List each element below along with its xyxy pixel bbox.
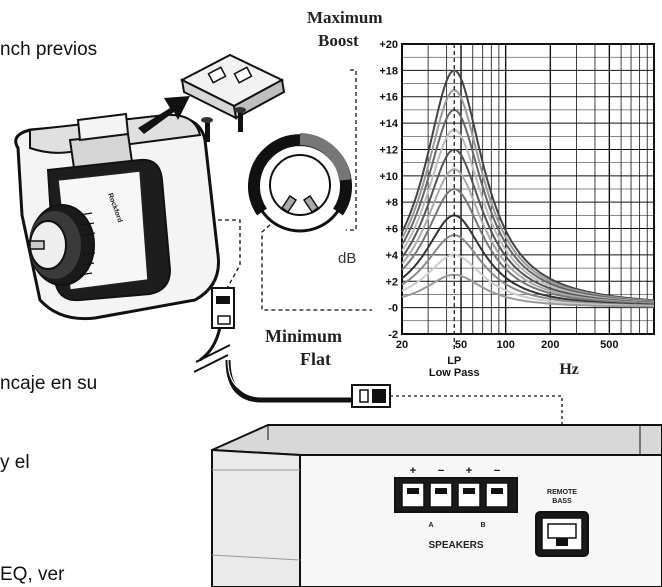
response-curves <box>401 69 655 308</box>
y-tick-label: +16 <box>379 92 398 104</box>
y-axis-ticks: +20 +18 +16 +14 +12 +10 +8 +6 +4 +2 -0 -2 <box>379 39 399 341</box>
y-tick-label: +12 <box>379 144 398 156</box>
lp-label: LP <box>447 355 461 367</box>
y-tick-label: +10 <box>379 171 398 183</box>
text-fragment-3: y el <box>0 452 30 473</box>
text-fragment-2: ncaje en su <box>0 373 98 394</box>
polarity-4: − <box>494 465 500 477</box>
y-tick-label: +20 <box>379 39 398 51</box>
leader-lines <box>218 69 372 311</box>
db-label: dB <box>338 250 356 267</box>
maximum-label: Maximum <box>307 8 383 27</box>
y-tick-label: +2 <box>385 276 398 288</box>
boost-label: Boost <box>318 31 359 50</box>
channel-a-label: A <box>428 522 433 529</box>
polarity-1: + <box>410 465 416 477</box>
bass-label: BASS <box>552 498 572 505</box>
remote-bass-controller: Rockford <box>14 112 221 321</box>
text-fragment-1: nch previos <box>0 39 98 60</box>
speakers-label: SPEAKERS <box>428 540 483 551</box>
y-tick-label: -0 <box>388 303 398 315</box>
x-tick-label: 100 <box>496 339 514 351</box>
y-tick-label: +18 <box>379 65 398 77</box>
polarity-3: + <box>466 465 472 477</box>
text-fragment-4: EQ, ver <box>0 564 65 585</box>
response-curve <box>401 273 654 308</box>
x-tick-label: 200 <box>541 339 559 351</box>
flat-label: Flat <box>300 349 331 369</box>
y-tick-label: +6 <box>385 224 398 236</box>
arrow-icon <box>138 96 190 134</box>
x-tick-label: 50 <box>455 339 467 351</box>
x-axis-label: Hz <box>559 361 579 378</box>
remote-label: REMOTE <box>547 489 577 496</box>
y-tick-label: -2 <box>388 329 398 341</box>
y-tick-label: +14 <box>379 118 399 130</box>
mounting-bracket <box>179 53 286 142</box>
x-tick-label: 20 <box>396 339 408 351</box>
amplifier: + − + − A B SPEAKERS REMOTE BASS <box>211 424 662 587</box>
x-axis-ticks: 20 50 100 200 500 <box>396 339 619 351</box>
y-tick-label: +8 <box>385 197 398 209</box>
dial-closeup: dB <box>248 133 356 267</box>
response-curve <box>401 187 655 305</box>
x-tick-label: 500 <box>600 339 618 351</box>
polarity-2: − <box>438 465 444 477</box>
low-pass-label: Low Pass <box>429 367 480 379</box>
y-tick-label: +4 <box>385 250 398 262</box>
channel-b-label: B <box>480 522 485 529</box>
minimum-label: Minimum <box>265 326 342 346</box>
